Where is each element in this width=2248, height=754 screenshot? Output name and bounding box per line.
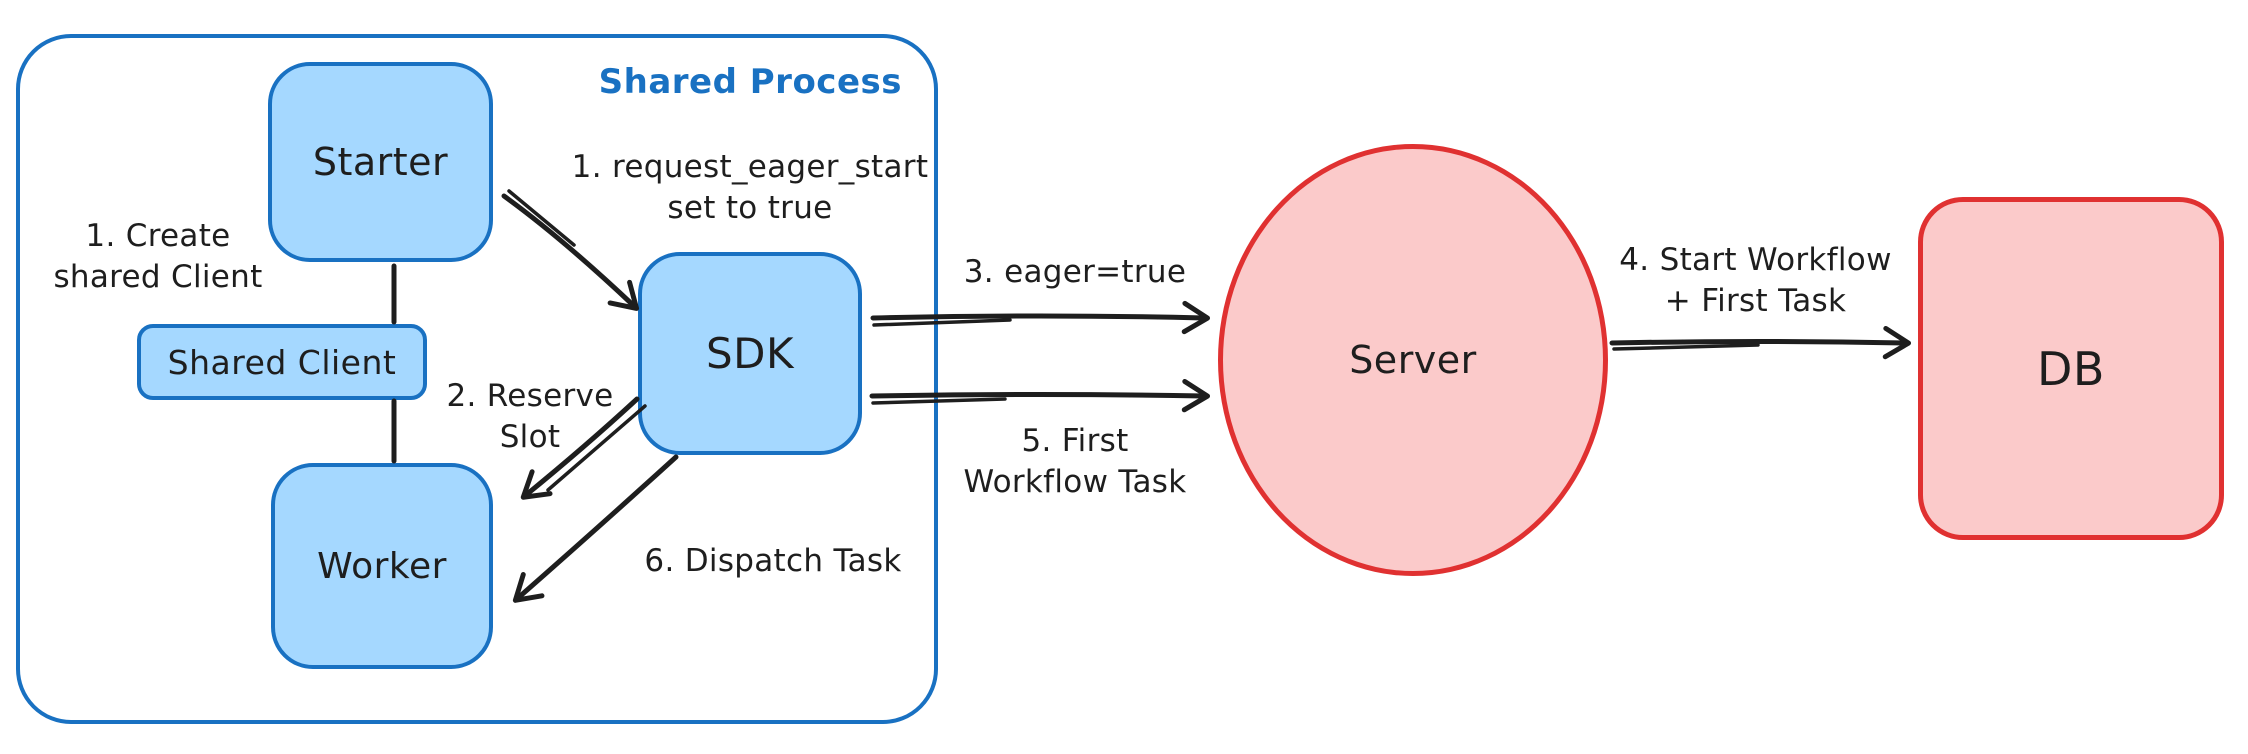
- server-node: Server: [1218, 144, 1608, 576]
- shared-process-container: Shared Process: [16, 34, 938, 724]
- annotation-dispatch-task: 6. Dispatch Task: [618, 541, 928, 582]
- worker-label: Worker: [317, 545, 447, 587]
- annotation-line: shared Client: [53, 259, 263, 295]
- annotation-line: 4. Start Workflow: [1619, 242, 1892, 278]
- db-node: DB: [1918, 197, 2224, 540]
- annotation-reserve-slot: 2. Reserve Slot: [420, 376, 640, 458]
- annotation-line: Slot: [499, 419, 561, 455]
- annotation-eager-true: 3. eager=true: [945, 252, 1205, 293]
- shared-client-node: Shared Client: [137, 324, 427, 400]
- annotation-line: 1. request_eager_start: [571, 149, 929, 185]
- annotation-start-workflow-first-task: 4. Start Workflow + First Task: [1588, 240, 1923, 322]
- arrow-server-to-db-start-workflow-sketch: [1612, 343, 1760, 351]
- arrow-server-to-db-start-workflow: [1609, 325, 1912, 360]
- sdk-node: SDK: [638, 252, 862, 455]
- annotation-create-shared-client: 1. Create shared Client: [23, 216, 293, 298]
- annotation-line: 1. Create: [85, 218, 231, 254]
- shared-process-label: Shared Process: [598, 62, 902, 102]
- annotation-first-workflow-task: 5. First Workflow Task: [930, 421, 1220, 503]
- annotation-line: Workflow Task: [963, 464, 1187, 500]
- annotation-line: 3. eager=true: [963, 254, 1187, 290]
- starter-node: Starter: [268, 62, 493, 262]
- shared-client-label: Shared Client: [167, 342, 397, 382]
- annotation-request-eager-start: 1. request_eager_start set to true: [540, 147, 960, 229]
- worker-node: Worker: [271, 463, 493, 669]
- annotation-line: 6. Dispatch Task: [644, 543, 902, 579]
- server-label: Server: [1349, 338, 1477, 382]
- annotation-line: 2. Reserve: [446, 378, 614, 414]
- starter-label: Starter: [312, 140, 449, 184]
- db-label: DB: [2037, 341, 2105, 396]
- annotation-line: 5. First: [1021, 423, 1129, 459]
- annotation-line: + First Task: [1664, 283, 1847, 319]
- sdk-label: SDK: [705, 329, 795, 378]
- annotation-line: set to true: [667, 190, 833, 226]
